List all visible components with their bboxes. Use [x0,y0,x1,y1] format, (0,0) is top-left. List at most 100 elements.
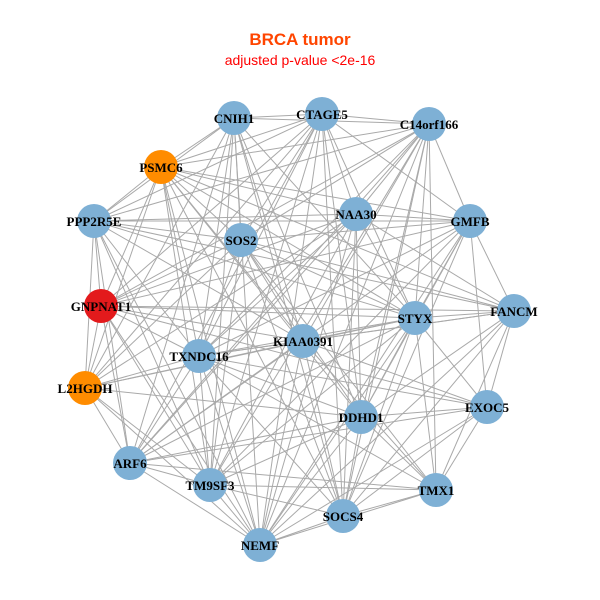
edge-TXNDC16-NEMF [198,355,261,546]
edge-FANCM-SOCS4 [342,310,515,517]
edge-DDHD1-TM9SF3 [209,416,362,486]
edge-C14orf166-NAA30 [355,123,430,215]
edge-CNIH1-L2HGDH [84,117,235,389]
node-KIAA0391: KIAA0391 [273,324,333,358]
edge-L2HGDH-TM9SF3 [84,387,211,486]
edge-CTAGE5-TM9SF3 [209,113,323,486]
edge-SOS2-GNPNAT1 [100,239,242,307]
node-label: TXNDC16 [169,349,229,364]
node-STYX: STYX [398,301,433,335]
edge-PPP2R5E-NEMF [93,220,261,546]
edge-SOS2-SOCS4 [240,239,344,517]
edge-TM9SF3-TMX1 [209,484,437,491]
edge-SOS2-TM9SF3 [209,239,242,486]
edge-FANCM-NEMF [259,310,515,546]
node-SOS2: SOS2 [224,223,258,257]
edge-SOS2-L2HGDH [84,239,242,389]
edge-CTAGE5-PPP2R5E [93,113,323,222]
edge-TXNDC16-ARF6 [129,355,200,464]
edge-NAA30-TXNDC16 [198,213,357,357]
edge-SOS2-KIAA0391 [240,239,304,342]
edge-PSMC6-FANCM [160,166,515,312]
edge-TXNDC16-SOCS4 [198,355,344,517]
edge-SOS2-STYX [240,239,416,319]
edge-TXNDC16-TMX1 [198,355,437,491]
node-DDHD1: DDHD1 [339,400,383,434]
edge-PSMC6-TXNDC16 [160,166,200,357]
node-circle [453,204,487,238]
node-PSMC6: PSMC6 [139,150,183,184]
edge-TM9SF3-SOCS4 [209,484,344,517]
edge-CTAGE5-NAA30 [321,113,357,215]
node-circle [344,400,378,434]
edge-PPP2R5E-FANCM [93,220,515,312]
node-GNPNAT1: GNPNAT1 [71,289,131,323]
node-TXNDC16: TXNDC16 [169,339,229,373]
node-label: C14orf166 [400,117,459,132]
edge-DDHD1-TMX1 [360,416,437,491]
edge-NAA30-FANCM [355,213,515,312]
node-EXOC5: EXOC5 [465,390,510,424]
edge-GNPNAT1-NEMF [100,305,261,546]
edge-C14orf166-TM9SF3 [209,123,430,486]
edge-CTAGE5-C14orf166 [321,113,430,125]
edge-STYX-TM9SF3 [209,317,416,486]
edge-CTAGE5-GNPNAT1 [100,113,323,307]
edge-NAA30-SOCS4 [342,213,357,517]
edge-C14orf166-NEMF [259,123,430,546]
edge-SOS2-FANCM [240,239,515,312]
edge-STYX-EXOC5 [414,317,488,408]
edge-GNPNAT1-EXOC5 [100,305,488,408]
edge-TXNDC16-EXOC5 [198,355,488,408]
node-circle [77,204,111,238]
edge-KIAA0391-NEMF [259,340,304,546]
edge-ARF6-TMX1 [129,462,437,491]
edge-SOS2-TMX1 [240,239,437,491]
edge-PSMC6-STYX [160,166,416,319]
node-circle [224,223,258,257]
node-TMX1: TMX1 [418,473,454,507]
edge-GMFB-SOCS4 [342,220,471,517]
node-circle [217,101,251,135]
edge-DDHD1-ARF6 [129,416,362,464]
node-label: NAA30 [335,207,376,222]
chart-title: BRCA tumor [249,30,351,49]
node-circle [84,289,118,323]
edge-CNIH1-TM9SF3 [209,117,235,486]
edge-SOS2-TXNDC16 [198,239,242,357]
node-label: EXOC5 [465,400,510,415]
edge-GNPNAT1-ARF6 [100,305,131,464]
edge-NAA30-PPP2R5E [93,213,357,222]
edge-C14orf166-TXNDC16 [198,123,430,357]
node-circle [68,371,102,405]
node-circle [193,468,227,502]
edge-CTAGE5-SOS2 [240,113,323,241]
chart-subtitle: adjusted p-value <2e-16 [224,52,376,68]
node-circle [305,97,339,131]
edge-GNPNAT1-STYX [100,305,416,319]
edge-KIAA0391-TXNDC16 [198,340,304,357]
node-label: CNIH1 [214,111,254,126]
node-circle [144,150,178,184]
node-FANCM: FANCM [490,294,538,328]
edge-STYX-DDHD1 [360,317,416,418]
node-TM9SF3: TM9SF3 [185,468,235,502]
node-circle [339,197,373,231]
edges-layer [84,113,515,546]
node-label: PSMC6 [139,160,183,175]
edge-CTAGE5-TXNDC16 [198,113,323,357]
edge-KIAA0391-SOCS4 [302,340,344,517]
edge-ARF6-NEMF [129,462,261,546]
node-L2HGDH: L2HGDH [58,371,112,405]
edge-C14orf166-SOCS4 [342,123,430,517]
edge-FANCM-DDHD1 [360,310,515,418]
edge-EXOC5-DDHD1 [360,406,488,418]
node-label: GNPNAT1 [71,299,131,314]
node-NEMF: NEMF [241,528,279,562]
node-PPP2R5E: PPP2R5E [67,204,121,238]
node-label: SOCS4 [323,509,364,524]
edge-PSMC6-SOCS4 [160,166,344,517]
